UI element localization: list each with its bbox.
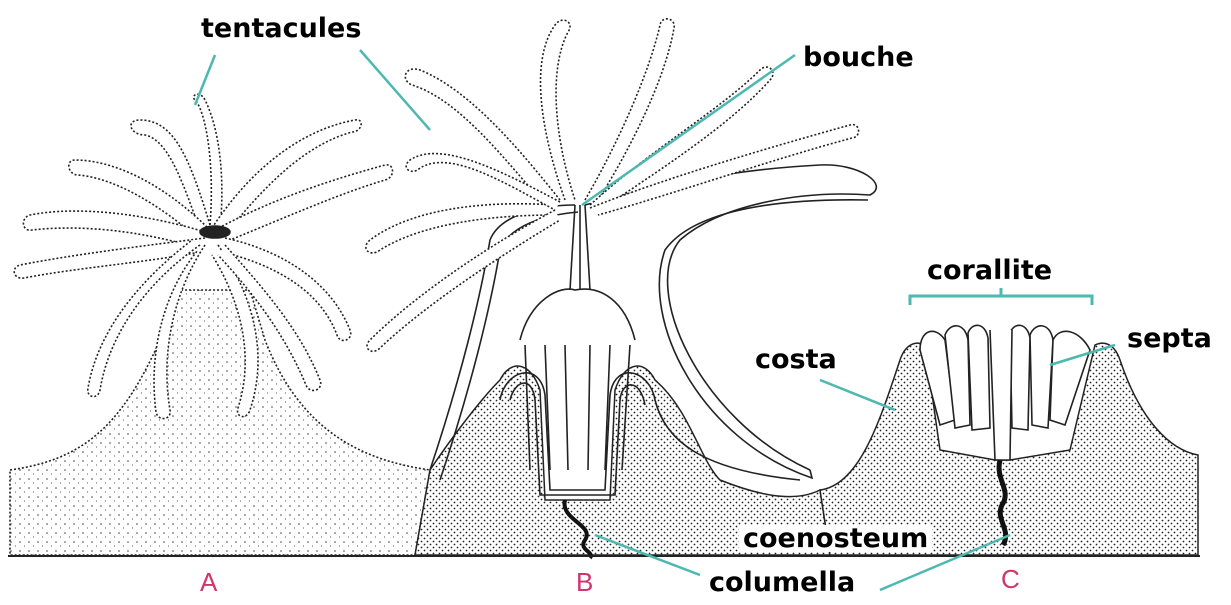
leader-tentacules-b bbox=[360, 50, 430, 130]
label-bouche: bouche bbox=[803, 44, 914, 71]
label-tentacules: tentacules bbox=[201, 15, 361, 42]
corallite-bracket bbox=[910, 288, 1092, 305]
section-b-tentacle bbox=[405, 69, 560, 205]
label-corallite: corallite bbox=[927, 257, 1052, 284]
section-b-pharynx bbox=[585, 205, 590, 290]
leader-costa bbox=[820, 380, 895, 410]
polyp-a bbox=[10, 94, 430, 555]
panel-letter-b: B bbox=[576, 569, 593, 595]
polyp-a-tentacle bbox=[212, 120, 361, 235]
section-c-septum bbox=[1010, 325, 1030, 430]
section-b-mesentery bbox=[520, 289, 635, 340]
section-b bbox=[366, 19, 877, 558]
polyp-a-column bbox=[10, 290, 430, 555]
label-septa: septa bbox=[1127, 325, 1212, 352]
label-columella: columella bbox=[709, 569, 855, 596]
leader-tentacules-a bbox=[195, 55, 215, 105]
panel-letter-a: A bbox=[200, 569, 217, 595]
section-c bbox=[820, 325, 1198, 555]
label-coenosteum: coenosteum bbox=[739, 525, 932, 552]
section-b-pharynx bbox=[570, 205, 575, 290]
panel-letter-c: C bbox=[1001, 566, 1020, 592]
section-b-mesentery bbox=[565, 345, 568, 470]
section-c-column bbox=[990, 330, 1012, 460]
label-costa: costa bbox=[755, 346, 837, 373]
section-b-mesentery bbox=[588, 345, 590, 470]
polyp-a-mouth bbox=[200, 226, 230, 238]
section-b-tentacle bbox=[541, 20, 575, 200]
section-c-septum bbox=[968, 325, 990, 430]
